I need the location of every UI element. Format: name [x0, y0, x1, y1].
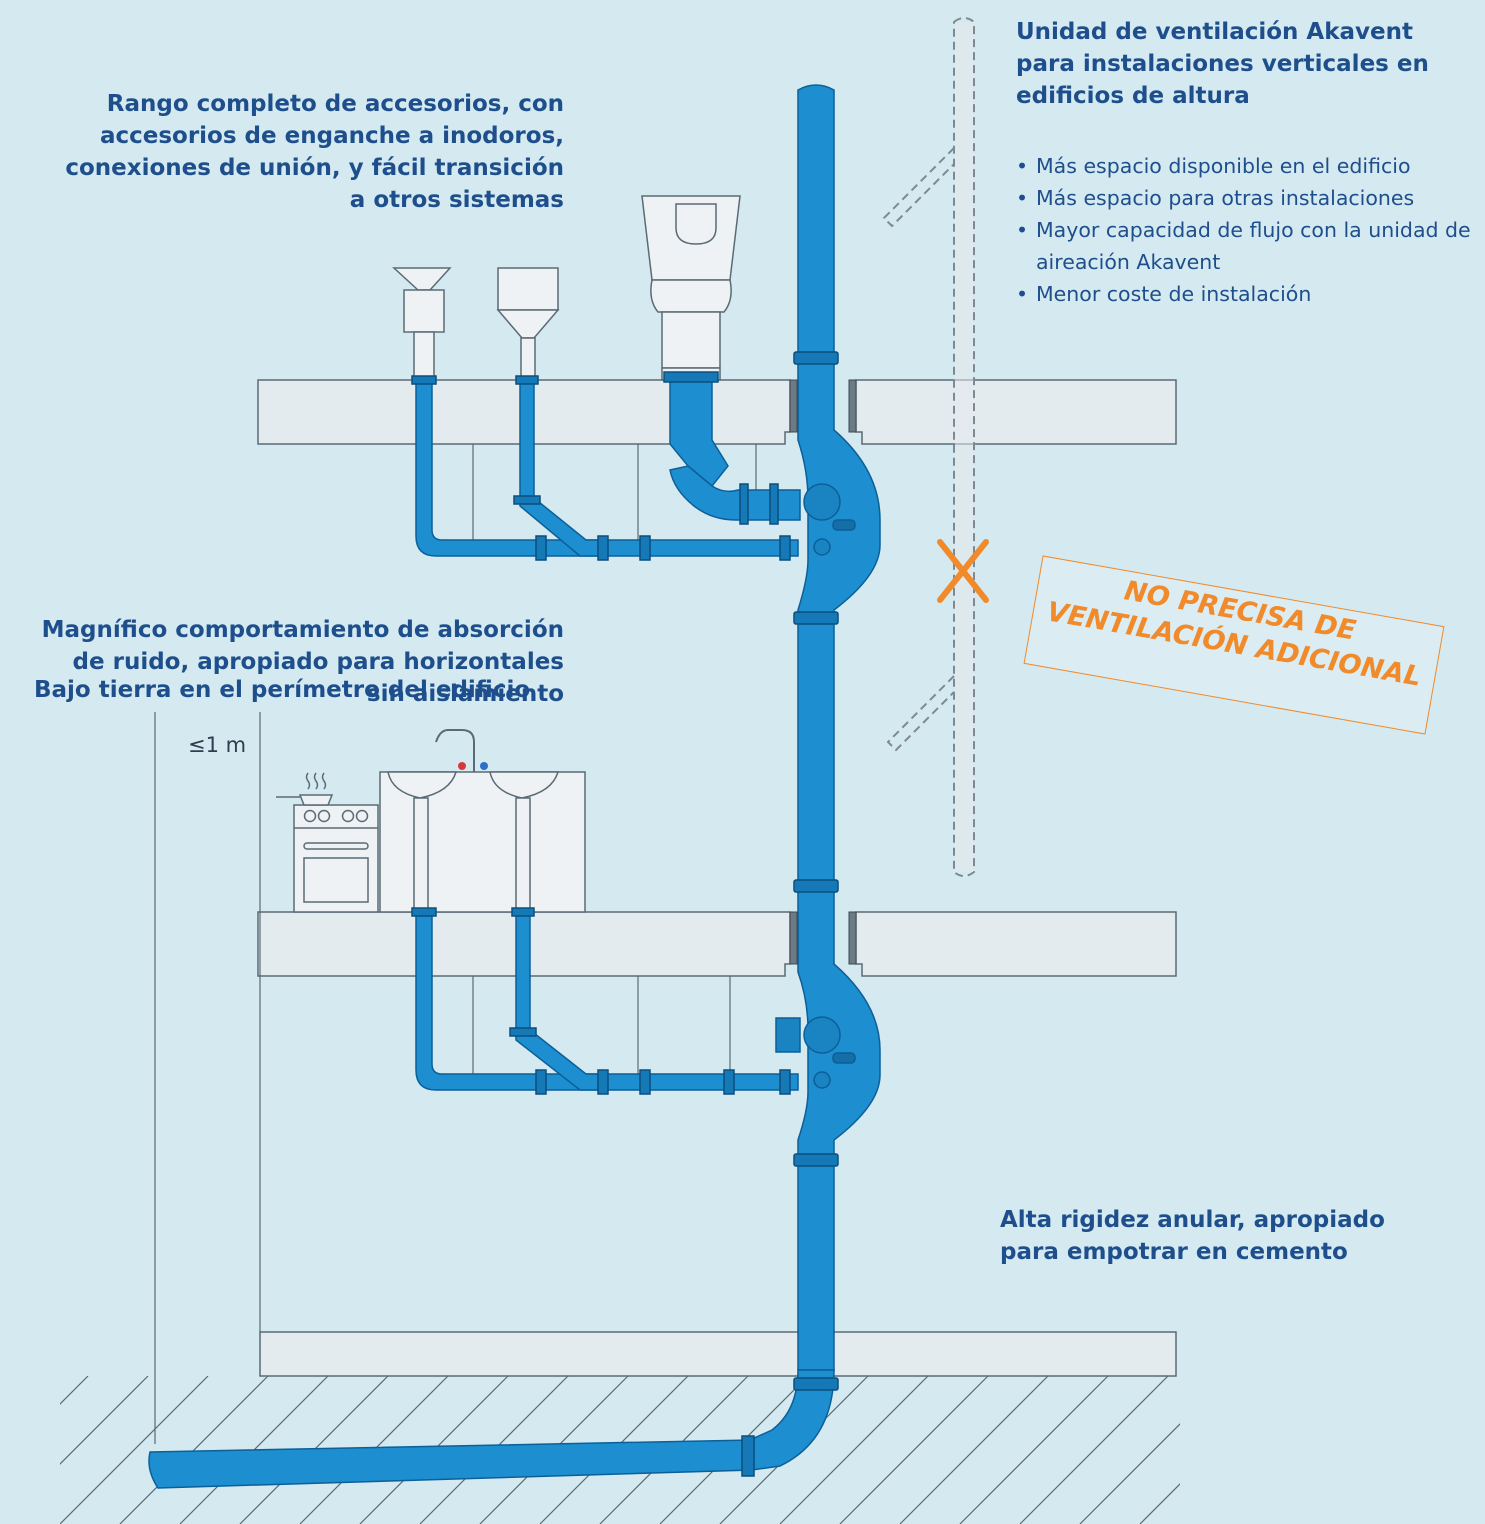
sink-fixture-upper [496, 267, 560, 381]
callout-accesorios: Rango completo de accesorios, con acceso… [65, 91, 564, 213]
callout-rigidez: Alta rigidez anular, apropiado para empo… [1000, 1207, 1385, 1265]
hanger-rods [472, 444, 757, 1076]
middle-floor-slab-right [855, 911, 1177, 977]
vent-stack-fill [955, 22, 973, 872]
pipe-couplings [411, 351, 839, 1477]
cooking-pot [276, 772, 334, 806]
callout-ruido: Magnífico comportamiento de absorción de… [41, 617, 564, 707]
upper-branch-pipes [415, 379, 801, 557]
floor-funnel-drain [392, 267, 452, 381]
kitchen-counter-sink [379, 729, 586, 913]
akavent-aerators [803, 483, 856, 1089]
dimension-lines [154, 712, 261, 1444]
benefit-item: Mayor capacidad de flujo con la unidad d… [1016, 214, 1485, 278]
slab-sleeves [789, 379, 857, 965]
benefit-item: Menor coste de instalación [1016, 278, 1485, 310]
benefit-item: Más espacio para otras instalaciones [1016, 182, 1485, 214]
kitchen-stove [293, 804, 379, 913]
callout-perimetro: Bajo tierra en el perímetro del edificio [34, 677, 531, 703]
no-vent-x-mark [937, 539, 989, 603]
toilet-fixture [641, 195, 741, 381]
ground-floor-slab [259, 1331, 1177, 1377]
upper-floor-slab-right [855, 379, 1177, 445]
conventional-vent-stack [882, 17, 975, 877]
akavent-benefits-list: Más espacio disponible en el edificio Má… [1016, 150, 1485, 310]
benefit-item: Más espacio disponible en el edificio [1016, 150, 1485, 182]
callout-akavent: Unidad de ventilación Akavent para insta… [1016, 19, 1429, 109]
distance-dimension-label: ≤1 m [188, 733, 247, 757]
